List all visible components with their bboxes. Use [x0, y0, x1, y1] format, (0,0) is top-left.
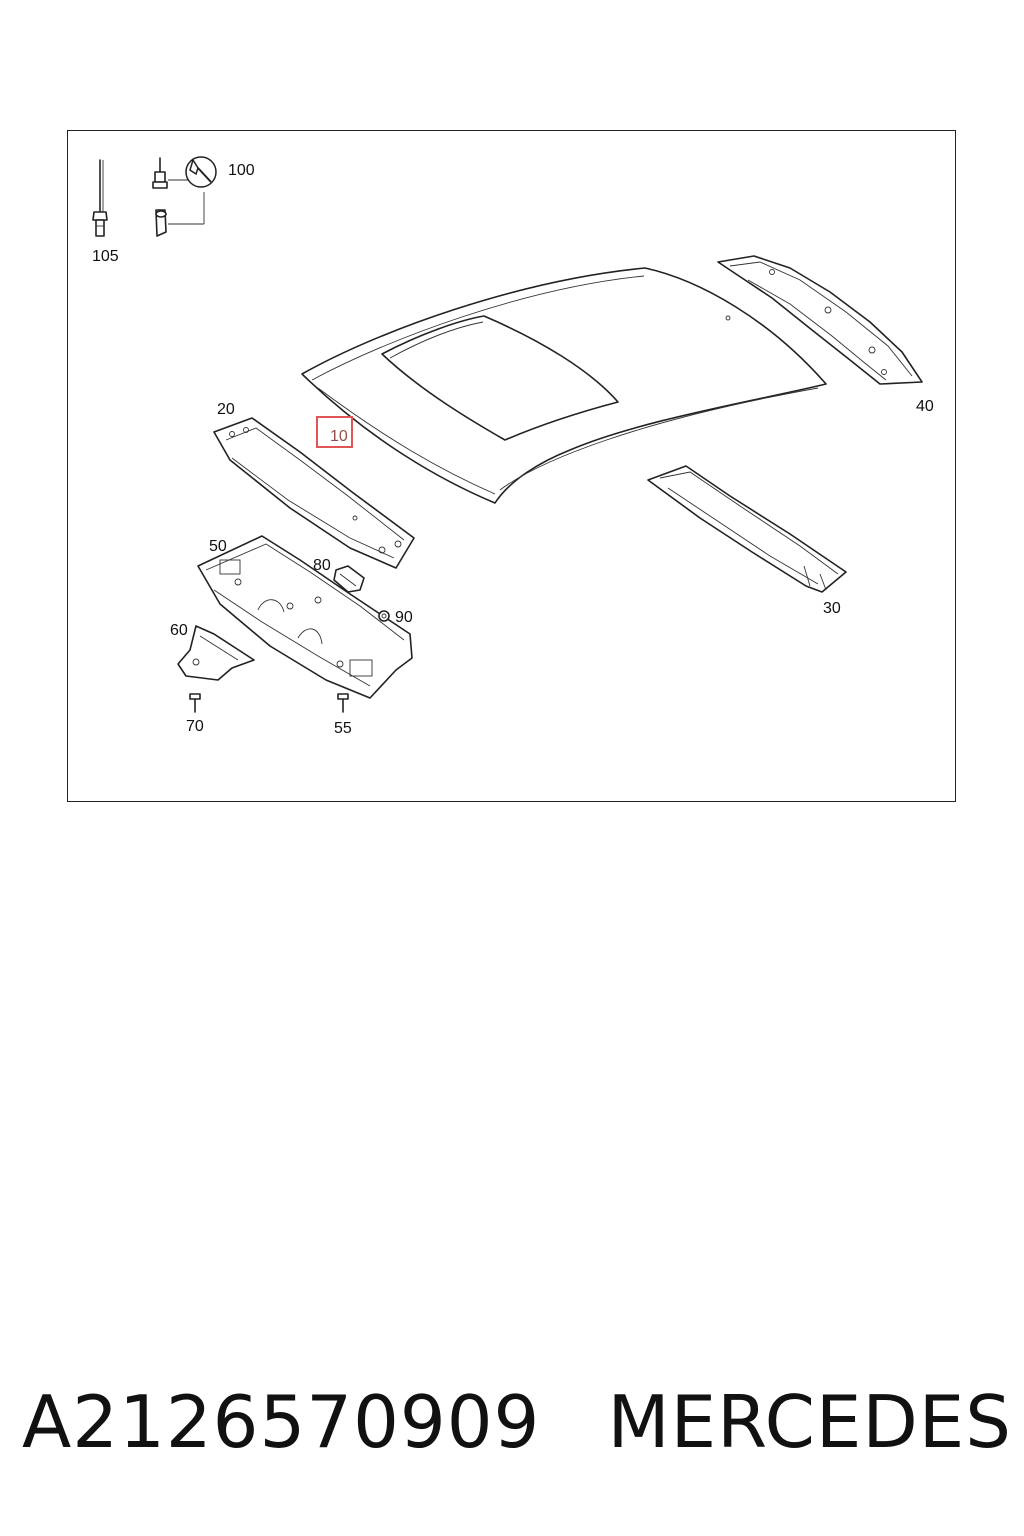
- callout-20[interactable]: 20: [217, 401, 235, 418]
- wrench-icon: [185, 156, 217, 188]
- screw-55[interactable]: [337, 693, 349, 713]
- callout-80[interactable]: 80: [313, 557, 331, 574]
- rivet-105[interactable]: [92, 159, 108, 237]
- callout-70[interactable]: 70: [186, 718, 204, 735]
- part-number: A2126570909: [22, 1380, 541, 1464]
- roof-panel-10[interactable]: [301, 267, 827, 504]
- bracket-60[interactable]: [177, 625, 255, 681]
- callout-50[interactable]: 50: [209, 538, 227, 555]
- roof-cross-member-30[interactable]: [647, 465, 847, 593]
- callout-30[interactable]: 30: [823, 600, 841, 617]
- bolt-set-100[interactable]: [152, 157, 205, 237]
- roof-parts-diagram: 105 100 10 20: [92, 156, 934, 737]
- callout-10-highlight: [316, 416, 353, 448]
- screw-70[interactable]: [189, 693, 201, 713]
- windshield-frame-member-50[interactable]: [197, 535, 413, 699]
- callout-100[interactable]: 100: [228, 162, 255, 179]
- callout-90[interactable]: 90: [395, 609, 413, 626]
- callout-55[interactable]: 55: [334, 720, 352, 737]
- clip-80[interactable]: [333, 565, 365, 593]
- brand-name: MERCEDES: [607, 1380, 1012, 1464]
- rear-roof-bow-40[interactable]: [717, 255, 923, 385]
- nut-90[interactable]: [378, 610, 390, 622]
- callout-40[interactable]: 40: [916, 398, 934, 415]
- callout-60[interactable]: 60: [170, 622, 188, 639]
- front-roof-bow-20[interactable]: [213, 417, 415, 569]
- callout-10[interactable]: 10: [330, 428, 348, 445]
- part-caption: A2126570909 MERCEDES: [22, 1372, 1012, 1472]
- callout-105[interactable]: 105: [92, 248, 119, 265]
